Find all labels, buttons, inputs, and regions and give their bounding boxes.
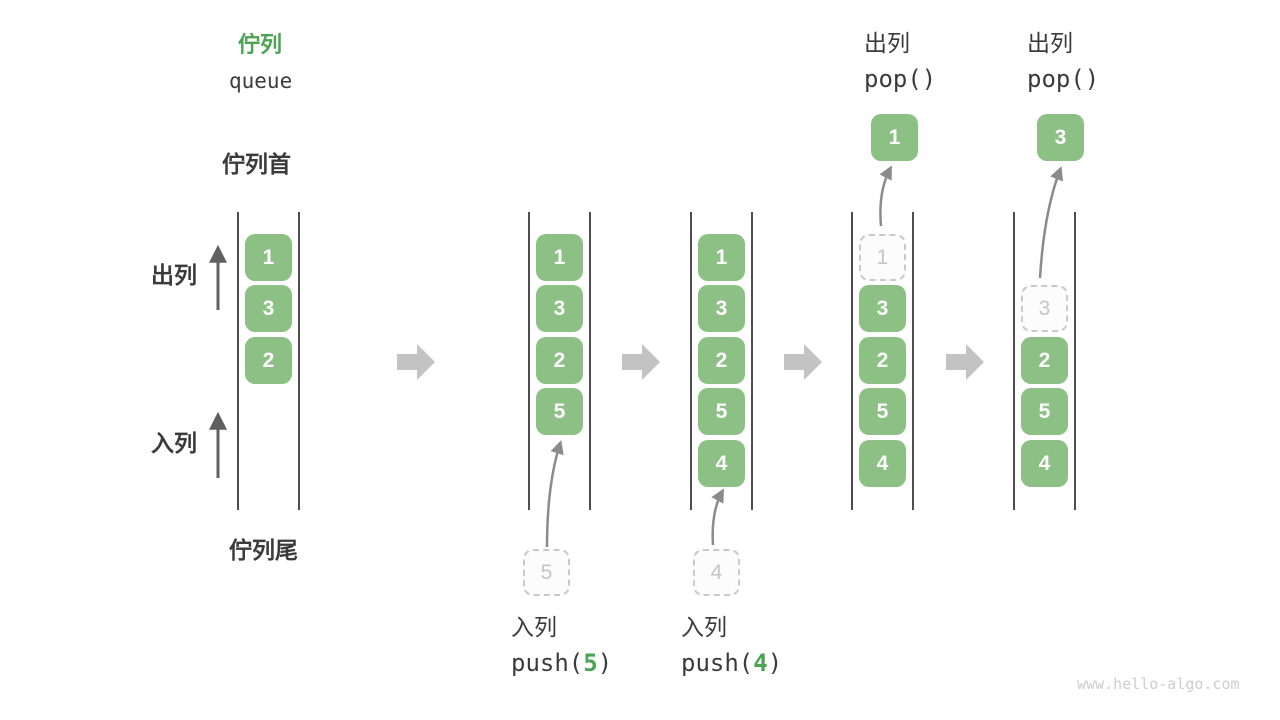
queue-cell: 3: [245, 285, 292, 332]
op-label-pop-1: 出列 pop(): [864, 28, 936, 94]
queue-cell: 5: [1021, 388, 1068, 435]
popped-cell: 3: [1037, 114, 1084, 161]
popped-cell: 1: [871, 114, 918, 161]
queue-cell: 3: [698, 285, 745, 332]
queue-cell-ghost: 1: [859, 234, 906, 281]
queue-tail-label: 佇列尾: [229, 537, 298, 563]
queue-cell: 4: [1021, 440, 1068, 487]
queue-rail-right: [912, 212, 914, 510]
fn-pre: push(: [681, 649, 754, 677]
queue-cell: 2: [245, 337, 292, 384]
queue-cell: 5: [536, 388, 583, 435]
queue-cell: 5: [698, 388, 745, 435]
diagram-title-zh: 佇列: [238, 32, 283, 57]
fn-post: ): [767, 649, 783, 677]
queue-cell: 2: [698, 337, 745, 384]
queue-cell: 1: [245, 234, 292, 281]
pending-cell: 4: [693, 549, 740, 596]
queue-cell: 5: [859, 388, 906, 435]
op-label-zh: 入列: [681, 614, 727, 640]
queue-rail-left: [528, 212, 530, 510]
watermark: www.hello-algo.com: [1077, 675, 1240, 693]
queue-front-label: 佇列首: [222, 151, 291, 177]
queue-rail-right: [1074, 212, 1076, 510]
fn-post: ): [597, 649, 613, 677]
op-label-push-5: 入列 push(5): [511, 612, 612, 678]
op-label-fn: pop(): [864, 64, 936, 94]
queue-cell: 2: [1021, 337, 1068, 384]
queue-cell: 3: [859, 285, 906, 332]
op-label-pop-3: 出列 pop(): [1027, 28, 1099, 94]
queue-rail-left: [237, 212, 239, 510]
pending-cell: 5: [523, 549, 570, 596]
dequeue-side-label: 出列: [151, 262, 197, 288]
queue-rail-left: [690, 212, 692, 510]
op-label-fn: push(5): [511, 648, 612, 678]
queue-cell: 1: [536, 234, 583, 281]
op-label-fn: pop(): [1027, 64, 1099, 94]
queue-cell: 2: [536, 337, 583, 384]
op-label-zh: 出列: [864, 30, 910, 56]
queue-rail-right: [589, 212, 591, 510]
queue-rail-right: [751, 212, 753, 510]
op-label-zh: 入列: [511, 614, 557, 640]
queue-cell: 3: [536, 285, 583, 332]
queue-rail-left: [1013, 212, 1015, 510]
queue-cell: 4: [698, 440, 745, 487]
queue-rail-left: [851, 212, 853, 510]
enqueue-side-label: 入列: [151, 430, 197, 456]
op-label-zh: 出列: [1027, 30, 1073, 56]
fn-arg: 4: [753, 649, 768, 677]
queue-cell: 4: [859, 440, 906, 487]
queue-cell-ghost: 3: [1021, 285, 1068, 332]
fn-pre: push(: [511, 649, 584, 677]
fn-pre: pop(): [1027, 65, 1100, 93]
op-label-push-4: 入列 push(4): [681, 612, 782, 678]
fn-arg: 5: [583, 649, 598, 677]
diagram-title-en: queue: [229, 69, 293, 93]
queue-cell: 2: [859, 337, 906, 384]
fn-pre: pop(): [864, 65, 937, 93]
queue-rail-right: [298, 212, 300, 510]
op-label-fn: push(4): [681, 648, 782, 678]
queue-cell: 1: [698, 234, 745, 281]
